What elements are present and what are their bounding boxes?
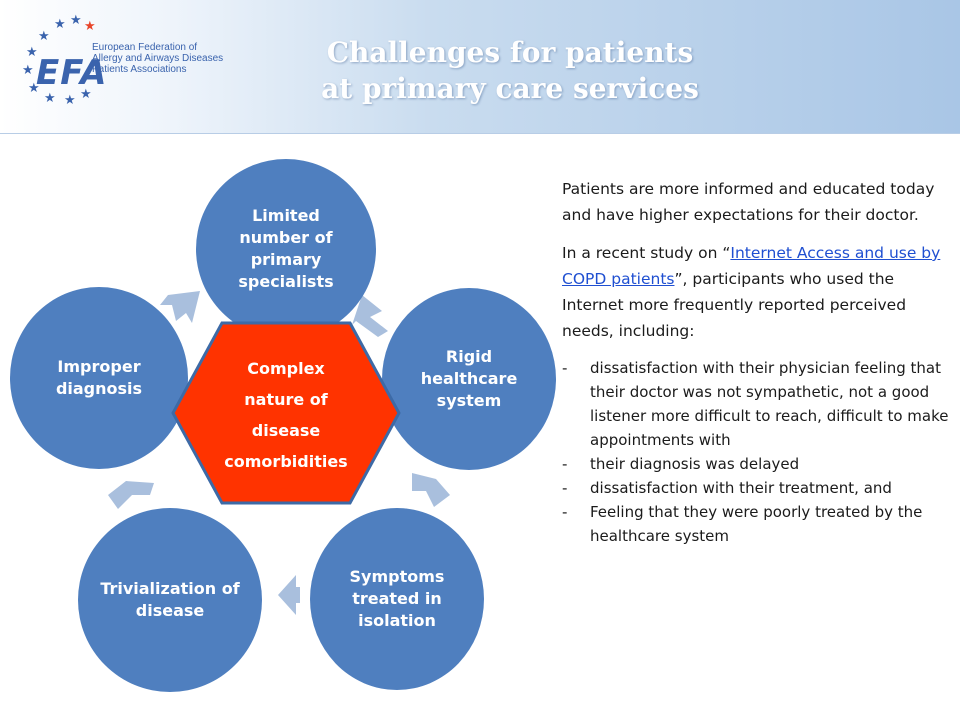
arrow-top-left (160, 291, 200, 323)
body-text: Patients are more informed and educated … (562, 176, 956, 548)
logo-organization-name: European Federation of Allergy and Airwa… (92, 42, 232, 75)
node-label: Symptoms treated in isolation (349, 567, 445, 630)
node-label: Trivialization of disease (100, 579, 240, 620)
star-icon: ★ (70, 13, 82, 28)
star-icon: ★ (22, 63, 34, 78)
arrow-left (108, 481, 154, 509)
arrows-layer (108, 291, 450, 615)
study-paragraph: In a recent study on “Internet Access an… (562, 240, 956, 344)
page-title-line-1: Challenges for patients (326, 36, 694, 69)
center-label: Complex nature of disease comorbidities (200, 353, 372, 477)
list-item: - dissatisfaction with their physician fe… (562, 356, 956, 452)
star-icon: ★ (44, 91, 56, 106)
efa-logo: ★ ★ ★ ★ ★ ★ ★ ★ ★ ★ EFA European Federat… (14, 8, 224, 108)
list-item-text: their diagnosis was delayed (590, 455, 800, 473)
node-rigid-system: Rigid healthcare system (382, 288, 556, 470)
intro-paragraph: Patients are more informed and educated … (562, 180, 935, 224)
logo-abbreviation: EFA (36, 53, 108, 93)
arrow-right (412, 473, 450, 507)
list-item: - their diagnosis was delayed (562, 452, 956, 476)
logo-line: Patients Associations (92, 64, 187, 75)
page-title-line-2: at primary care services (321, 72, 699, 105)
star-icon: ★ (26, 45, 38, 60)
list-item-text: dissatisfaction with their treatment, an… (590, 479, 892, 497)
star-icon: ★ (80, 87, 92, 102)
star-icon: ★ (64, 93, 76, 108)
list-dash: - (562, 359, 568, 377)
star-icon: ★ (54, 17, 66, 32)
star-icon: ★ (38, 29, 50, 44)
arrow-top-right (352, 295, 388, 337)
list-dash: - (562, 503, 568, 521)
header-banner: ★ ★ ★ ★ ★ ★ ★ ★ ★ ★ EFA European Federat… (0, 0, 960, 134)
star-icon: ★ (28, 81, 40, 96)
needs-list: - dissatisfaction with their physician fe… (562, 356, 956, 548)
center-hexagon (171, 321, 401, 505)
list-item: - Feeling that they were poorly treated b… (562, 500, 956, 548)
list-item-text: Feeling that they were poorly treated by… (590, 503, 923, 545)
node-label: Rigid healthcare system (420, 347, 518, 410)
center-label-line: Complex (247, 359, 325, 378)
center-label-line: nature of (244, 390, 328, 409)
study-text-before: In a recent study on “ (562, 244, 731, 262)
cycle-diagram: Limited number of primary specialists Ri… (0, 135, 560, 720)
logo-line: European Federation of (92, 42, 198, 53)
study-link[interactable]: Internet Access and use by COPD patients (562, 244, 941, 288)
arrow-bottom (278, 575, 300, 615)
node-symptoms-isolation: Symptoms treated in isolation (310, 508, 484, 690)
logo-line: Allergy and Airways Diseases (92, 53, 224, 64)
center-label-line: disease (251, 421, 321, 440)
node-trivialization: Trivialization of disease (78, 508, 262, 692)
list-item: - dissatisfaction with their treatment, a… (562, 476, 956, 500)
list-dash: - (562, 455, 568, 473)
node-label: Limited number of primary specialists (238, 206, 334, 291)
star-icon: ★ (84, 19, 96, 34)
list-item-text: dissatisfaction with their physician fee… (590, 359, 949, 449)
study-text-after: ”, participants who used the Internet mo… (562, 270, 907, 340)
node-label: Improper diagnosis (55, 357, 143, 398)
node-limited-specialists: Limited number of primary specialists (196, 159, 376, 339)
center-label-line: comorbidities (224, 452, 348, 471)
node-improper-diagnosis: Improper diagnosis (10, 287, 188, 469)
list-dash: - (562, 479, 568, 497)
